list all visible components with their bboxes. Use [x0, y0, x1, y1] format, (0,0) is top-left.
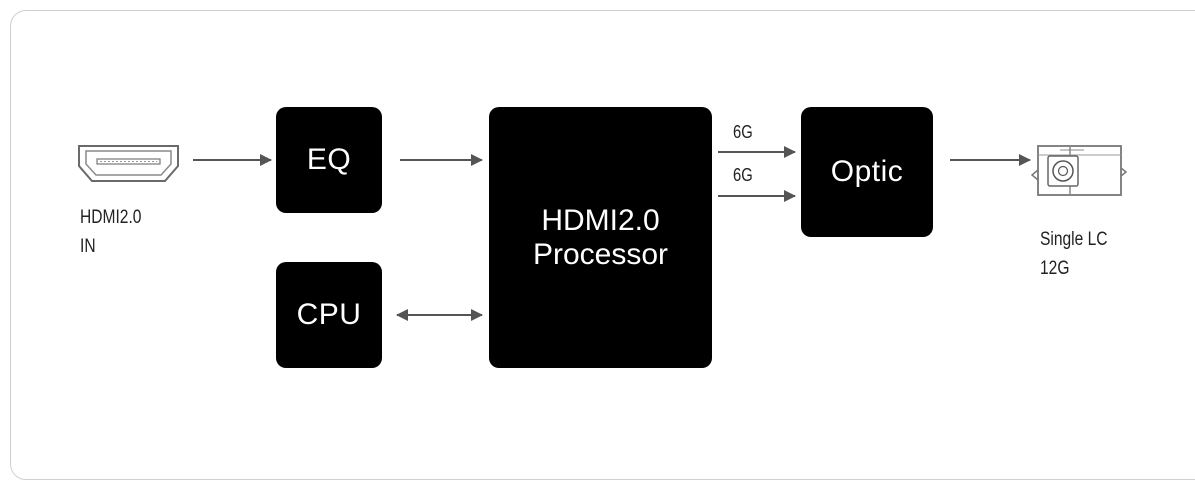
output-caption-line2: 12G [1040, 258, 1070, 279]
input-caption-line2: IN [80, 236, 96, 257]
output-caption-line1: Single LC [1040, 229, 1108, 250]
input-caption-line1: HDMI2.0 [80, 207, 142, 228]
cpu-label: CPU [296, 298, 362, 331]
eq-block: EQ [276, 107, 382, 213]
hdmi-port-icon [78, 145, 179, 182]
processor-label-line2: Processor [532, 237, 669, 271]
output-caption: Single LC 12G [1040, 225, 1108, 283]
processor-label-line1: HDMI2.0 [541, 203, 660, 237]
optic-block: Optic [801, 107, 933, 237]
cpu-block: CPU [276, 262, 382, 368]
lane-label-2: 6G [733, 165, 753, 185]
hdmi-processor-block: HDMI2.0 Processor [489, 107, 712, 368]
lane-label-1: 6G [733, 122, 753, 142]
eq-label: EQ [306, 143, 352, 176]
input-caption: HDMI2.0 IN [80, 203, 141, 261]
optic-label: Optic [830, 155, 904, 188]
lc-fiber-connector-icon [1030, 145, 1128, 196]
diagram-connectors [78, 145, 1128, 321]
